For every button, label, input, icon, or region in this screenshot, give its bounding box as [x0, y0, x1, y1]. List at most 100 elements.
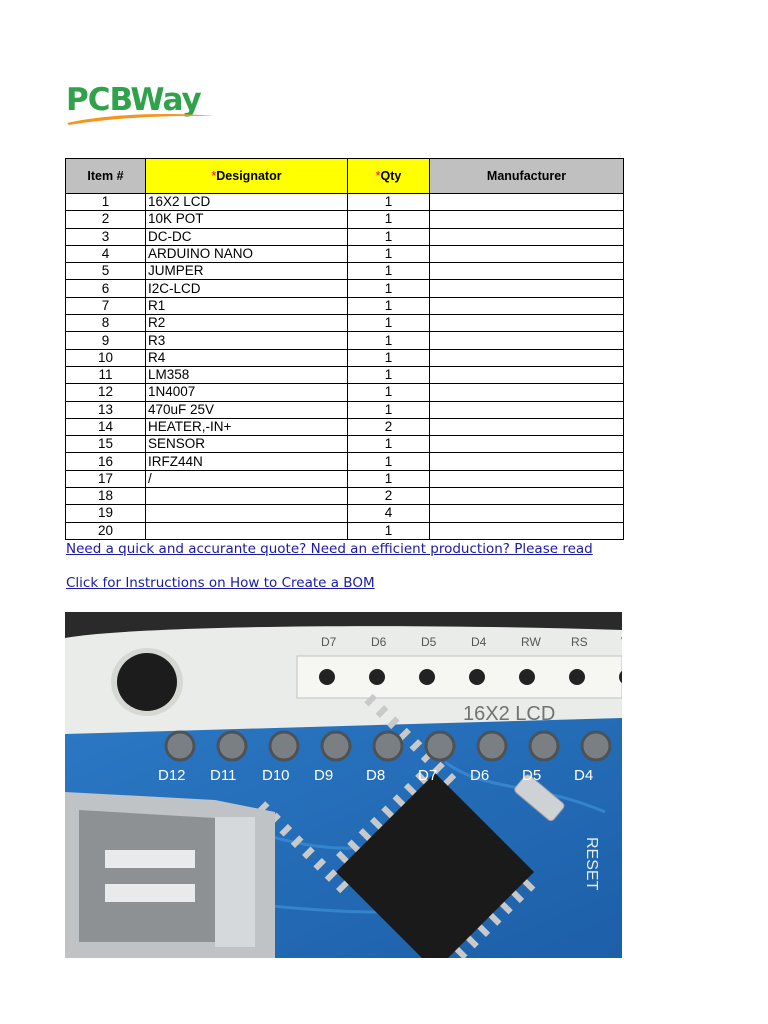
pin-label: D4: [471, 635, 487, 649]
chip-pin: [336, 880, 349, 894]
chip-pin: [454, 946, 468, 958]
cell-qty: 1: [347, 452, 430, 471]
nano-pin-label: D10: [262, 767, 290, 784]
nano-pin: [320, 730, 352, 762]
nano-pin-label: D6: [470, 767, 489, 784]
create-bom-instructions-link[interactable]: Click for Instructions on How to Create …: [66, 575, 375, 591]
cell-item: 4: [65, 244, 146, 264]
pin-label: RS: [571, 635, 588, 649]
pin-label: D7: [321, 635, 337, 649]
nano-pin: [372, 730, 404, 762]
pcbway-logo: PCBWay: [66, 82, 216, 126]
chip-pin: [443, 773, 457, 786]
chip-pin: [279, 823, 293, 837]
cell-qty: 2: [347, 487, 430, 506]
chip-pin: [358, 828, 372, 841]
chip-pin: [336, 850, 349, 864]
cell-designator: /: [145, 469, 348, 489]
header-item: Item #: [65, 158, 146, 194]
nano-pin: [528, 730, 560, 762]
cell-qty: 1: [347, 314, 430, 333]
cell-item: 13: [65, 400, 146, 419]
chip-pin: [375, 705, 389, 718]
chip-pin: [500, 901, 513, 915]
header-qty: *Qty: [347, 158, 430, 194]
logo-wordmark: PCBWay: [66, 82, 202, 118]
cell-designator: IRFZ44N: [145, 452, 348, 471]
arduino-board-photo: D7D6D5D4RWRSV16X2 LCDD12D11D10D9D8D7D6D5…: [65, 612, 622, 958]
cell-designator: LM358: [145, 365, 348, 385]
cell-manufacturer: [429, 210, 624, 229]
required-marker: *: [375, 169, 381, 183]
cell-designator: 10K POT: [145, 210, 348, 229]
chip-pin: [347, 839, 361, 853]
cell-qty: 1: [347, 210, 430, 229]
cell-item: 14: [65, 417, 146, 437]
cell-designator: [145, 504, 348, 523]
chip-pin: [324, 869, 338, 882]
header-designator-label: Designator: [216, 169, 282, 183]
cell-designator: JUMPER: [145, 262, 348, 281]
cell-designator: ARDUINO NANO: [145, 244, 348, 264]
nano-pin-label: D5: [522, 767, 541, 784]
cell-item: 15: [65, 435, 146, 454]
pin-label: RW: [521, 635, 541, 649]
cell-qty: 1: [347, 227, 430, 246]
cell-item: 9: [65, 331, 146, 350]
chip-pin: [415, 771, 428, 785]
cell-qty: 1: [347, 435, 430, 454]
chip-pin: [409, 739, 423, 752]
cell-manufacturer: [429, 383, 624, 402]
chip-pin: [302, 846, 315, 860]
cell-manufacturer: [429, 279, 624, 298]
nano-pin-label: D12: [158, 767, 186, 784]
chip-pin: [381, 805, 394, 819]
required-marker: *: [211, 169, 217, 183]
cell-item: 11: [65, 365, 146, 385]
nano-pin: [580, 730, 612, 762]
chip-pin: [364, 693, 378, 707]
header-pin: [419, 669, 435, 685]
cell-designator: R3: [145, 331, 348, 350]
cell-qty: 1: [347, 244, 430, 264]
cell-manufacturer: [429, 192, 624, 212]
header-pin: [569, 669, 585, 685]
header-designator: *Designator: [145, 158, 348, 194]
cell-designator: HEATER,-IN+: [145, 417, 348, 437]
cell-manufacturer: [429, 365, 624, 385]
cell-designator: R1: [145, 296, 348, 316]
chip-pin: [488, 913, 502, 926]
nano-pin-label: D9: [314, 767, 333, 784]
cell-qty: 4: [347, 504, 430, 523]
chip-pin: [392, 794, 406, 807]
chip-pin: [313, 857, 327, 871]
cell-designator: 16X2 LCD: [145, 192, 348, 212]
chip-pin: [398, 727, 411, 741]
pin-label: V: [621, 635, 622, 649]
logo-swoosh-icon: [67, 114, 214, 125]
cell-item: 12: [65, 383, 146, 402]
cell-qty: 1: [347, 192, 430, 212]
nano-pin: [164, 730, 196, 762]
cell-item: 8: [65, 314, 146, 333]
cell-designator: R4: [145, 348, 348, 367]
quote-instructions-link[interactable]: Need a quick and accurante quote? Need a…: [66, 541, 593, 557]
cell-item: 1: [65, 192, 146, 212]
nano-pin: [268, 730, 300, 762]
cell-item: 2: [65, 210, 146, 229]
cell-manufacturer: [429, 469, 624, 489]
